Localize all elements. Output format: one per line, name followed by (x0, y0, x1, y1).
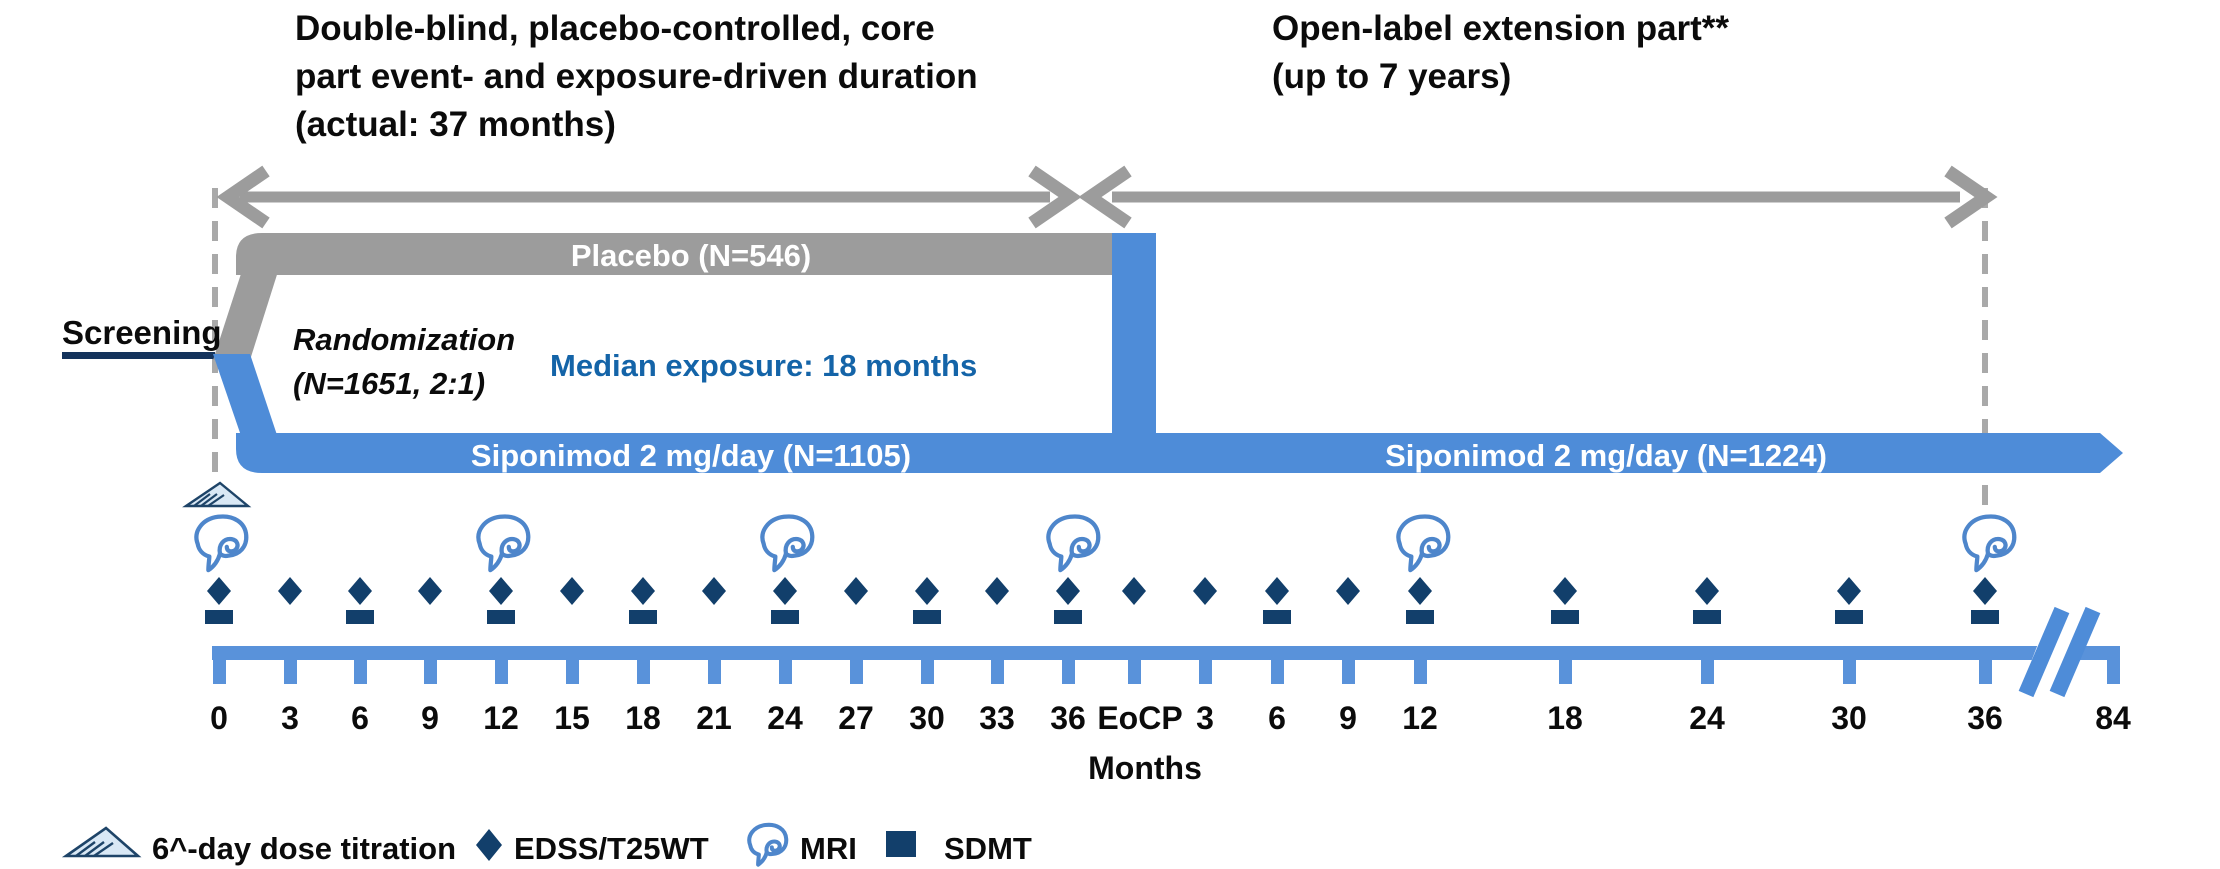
siponimod-extension-bar-label: Siponimod 2 mg/day (N=1224) (1385, 438, 1827, 473)
placebo-bar (236, 233, 1112, 275)
edss-legend-icon (476, 829, 502, 861)
timeline-ticks (213, 646, 2120, 684)
tick-label-core-27: 27 (838, 700, 874, 736)
tick-label-core-36: 36 (1050, 700, 1086, 736)
axis-break (2018, 596, 2101, 710)
tick-label-core-3: 3 (281, 700, 299, 736)
dose-titration-icon (182, 481, 252, 508)
screening-label: Screening (62, 314, 222, 351)
randomization-label: Randomization (N=1651, 2:1) (293, 322, 516, 401)
mri-legend-icon (747, 822, 789, 867)
legend-dose-titration-label: 6^-day dose titration (152, 831, 457, 866)
tick-label-ext-24: 24 (1689, 700, 1725, 736)
tick-label-core-30: 30 (909, 700, 945, 736)
legend-edss-label: EDSS/T25WT (514, 831, 709, 866)
siponimod-core-bar-label: Siponimod 2 mg/day (N=1105) (470, 438, 912, 473)
tick-label-core-33: 33 (979, 700, 1015, 736)
tick-label-core-18: 18 (625, 700, 661, 736)
tick-label-core-24: 24 (767, 700, 803, 736)
extension-duration-arrow (1078, 165, 1998, 229)
tick-label-core-12: 12 (483, 700, 519, 736)
tick-label-ext-3: 3 (1196, 700, 1214, 736)
tick-label-eocp: EoCP (1097, 700, 1183, 736)
core-duration-arrow (216, 165, 1082, 229)
tick-label-core-15: 15 (554, 700, 590, 736)
tick-label-core-21: 21 (696, 700, 732, 736)
tick-label-core-0: 0 (210, 700, 228, 736)
dose-titration-legend-icon (61, 826, 142, 858)
core-part-title: Double-blind, placebo-controlled, core p… (295, 9, 978, 144)
screening-line (62, 352, 215, 359)
siponimod-bar (236, 433, 2123, 473)
tick-label-ext-9: 9 (1339, 700, 1357, 736)
tick-label-ext-84: 84 (2095, 700, 2131, 736)
tick-label-core-6: 6 (351, 700, 369, 736)
legend-sdmt-label: SDMT (944, 831, 1032, 866)
tick-label-ext-6: 6 (1268, 700, 1286, 736)
extension-part-title: Open-label extension part** (up to 7 yea… (1272, 9, 1730, 96)
mri-markers (194, 514, 2017, 573)
edss-t25wt-markers (207, 577, 1997, 605)
tick-label-ext-12: 12 (1402, 700, 1438, 736)
sdmt-markers (205, 610, 1999, 624)
months-axis-label: Months (1088, 750, 1202, 786)
tick-label-ext-18: 18 (1547, 700, 1583, 736)
tick-label-ext-36: 36 (1967, 700, 2003, 736)
sdmt-legend-icon (886, 831, 916, 857)
placebo-bar-label: Placebo (N=546) (570, 238, 812, 273)
tick-label-ext-30: 30 (1831, 700, 1867, 736)
legend-mri-label: MRI (800, 831, 857, 866)
median-exposure-label: Median exposure: 18 months (550, 348, 978, 383)
tick-label-core-9: 9 (421, 700, 439, 736)
timeline-axis (212, 596, 2120, 710)
